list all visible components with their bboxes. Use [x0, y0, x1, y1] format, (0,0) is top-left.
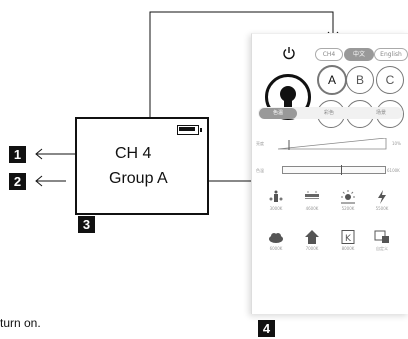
lcd-group: Group A: [109, 170, 168, 187]
custom-icon[interactable]: [374, 230, 390, 244]
tab-cct[interactable]: 色温: [259, 108, 297, 119]
footer-text: turn on.: [0, 316, 41, 330]
label-1: 1: [9, 146, 26, 163]
power-icon[interactable]: [282, 46, 296, 60]
sun-icon[interactable]: [340, 190, 356, 204]
cloud-icon[interactable]: [268, 230, 284, 244]
seg-ch[interactable]: CH4: [315, 48, 343, 61]
label-4: 4: [258, 320, 275, 337]
preset-label-3: 5200K: [341, 206, 355, 211]
candle-icon[interactable]: [268, 190, 284, 204]
cct-value: 6100K: [387, 168, 400, 173]
preset-label-4: 5500K: [375, 206, 389, 211]
brightness-value: 10%: [392, 141, 401, 146]
group-c-button[interactable]: C: [376, 66, 404, 94]
preset-label-7: 8000K: [341, 246, 355, 251]
svg-text:K: K: [345, 234, 352, 244]
group-b-button[interactable]: B: [346, 66, 374, 94]
preset-label-2: 4600K: [305, 206, 319, 211]
seg-chinese[interactable]: 中文: [344, 48, 374, 61]
app-screen: CH4 中文 English A B C D E F 色温 彩色 场景 亮度 1…: [251, 33, 408, 314]
tab-color[interactable]: 彩色: [323, 110, 334, 116]
brightness-label: 亮度: [256, 141, 264, 146]
group-a-button[interactable]: A: [317, 65, 347, 95]
flash-icon[interactable]: [374, 190, 390, 204]
shade-icon[interactable]: [304, 230, 320, 244]
kelvin-icon[interactable]: K: [340, 230, 356, 244]
fluorescent-icon[interactable]: [304, 190, 320, 204]
brightness-slider[interactable]: [278, 138, 388, 150]
preset-label-6: 7000K: [305, 246, 319, 251]
preset-label-1: 3000K: [269, 206, 283, 211]
tab-scene[interactable]: 场景: [375, 110, 386, 116]
label-2: 2: [9, 173, 26, 190]
preset-label-5: 6000K: [269, 246, 283, 251]
label-3: 3: [78, 216, 95, 233]
battery-icon: [177, 125, 202, 135]
lcd-screen: CH 4 Group A: [75, 117, 209, 215]
lcd-channel: CH 4: [115, 145, 152, 162]
preset-label-8: 自定义: [376, 246, 388, 251]
seg-english[interactable]: English: [374, 48, 408, 61]
cct-slider[interactable]: [282, 165, 386, 175]
cct-label: 色温: [256, 168, 264, 173]
